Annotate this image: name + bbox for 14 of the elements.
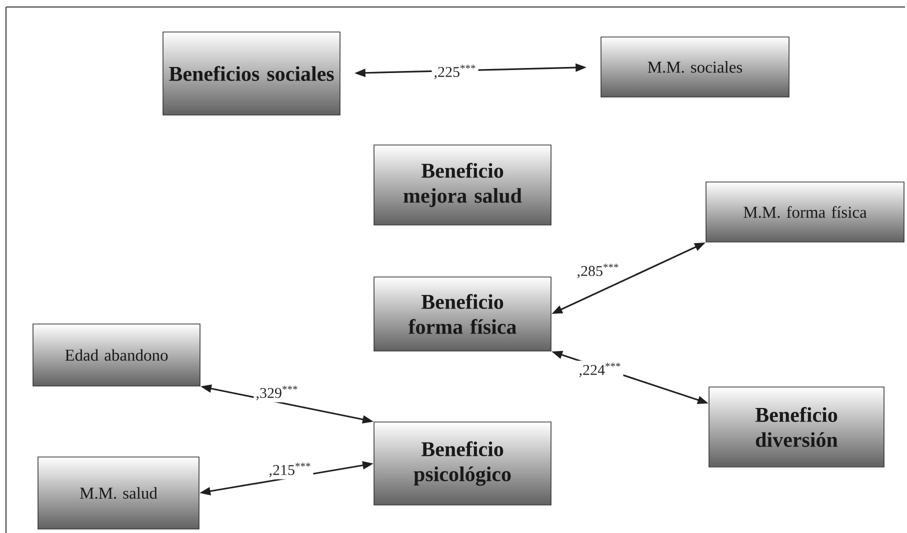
benefit-box: Beneficio psicológico — [374, 422, 552, 506]
variable-box: M.M. forma física — [706, 182, 904, 242]
edge-label: ,215$^{***}$ — [266, 460, 314, 480]
edge-label: ,225$^{***}$ — [432, 62, 478, 82]
variable-box: M.M. sociales — [600, 36, 790, 98]
edge-label: ,224$^{***}$ — [576, 360, 624, 380]
benefit-box: Beneficios sociales — [162, 32, 340, 116]
variable-box: Edad abandono — [32, 324, 200, 386]
benefit-box: Beneficio forma física — [374, 276, 552, 352]
benefit-box: Beneficio mejora salud — [374, 144, 552, 226]
variable-box: M.M. salud — [38, 456, 200, 530]
benefit-box: Beneficio diversión — [708, 386, 884, 468]
edge-label: ,329$^{***}$ — [254, 384, 300, 402]
edge-label: ,285$^{***}$ — [574, 262, 622, 280]
